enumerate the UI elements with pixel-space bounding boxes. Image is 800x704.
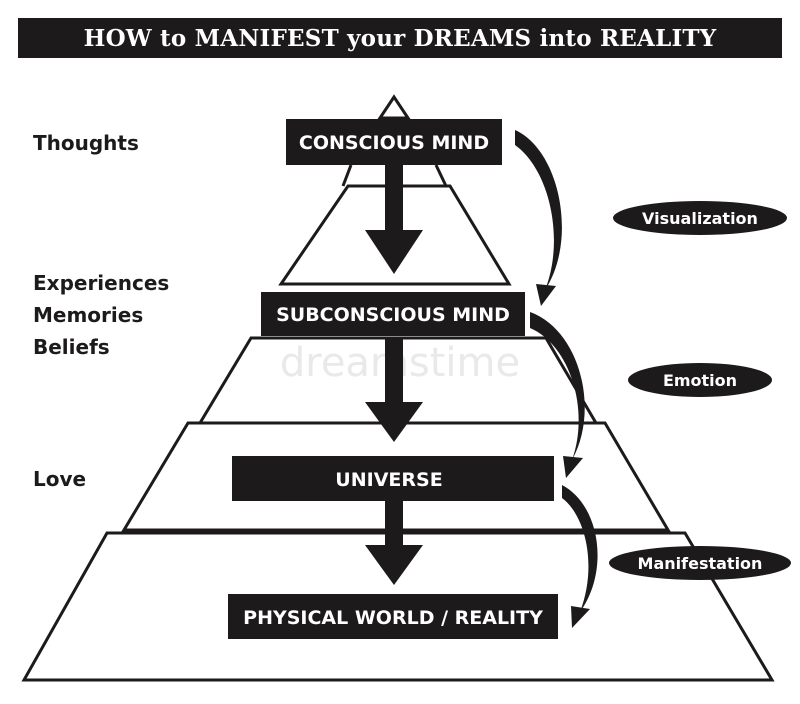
side-label-love: Love [33,467,86,491]
node-universe: UNIVERSE [232,456,554,501]
apex-line-right [434,164,448,187]
curve-arrow-manifestation [562,485,598,628]
arrow-down-1 [365,165,423,274]
node-universe-label: UNIVERSE [335,469,442,491]
side-label-memories: Memories [33,303,143,327]
process-visualization-label: Visualization [642,209,758,228]
node-subconscious-mind: SUBCONSCIOUS MIND [261,292,525,336]
node-subconscious-mind-label: SUBCONSCIOUS MIND [276,304,510,326]
process-oval-manifestation: Manifestation [609,546,791,580]
node-physical-world: PHYSICAL WORLD / REALITY [228,594,558,639]
curve-arrow-visualization [515,130,562,306]
title-banner: HOW to MANIFEST your DREAMS into REALITY [18,18,782,58]
process-oval-visualization: Visualization [613,201,787,235]
pyramid-tier-1 [278,184,512,286]
apex-line-left [341,164,353,187]
pyramid-tier-4 [21,531,775,682]
pyramid-apex [377,94,411,120]
node-conscious-mind-label: CONSCIOUS MIND [299,132,489,154]
node-conscious-mind: CONSCIOUS MIND [286,119,502,165]
side-label-beliefs: Beliefs [33,335,110,359]
process-emotion-label: Emotion [663,371,737,390]
page-title: HOW to MANIFEST your DREAMS into REALITY [83,24,717,52]
arrow-down-3 [365,500,423,585]
process-manifestation-label: Manifestation [638,554,763,573]
process-oval-emotion: Emotion [628,363,772,397]
arrow-down-2 [365,338,423,442]
pyramid-tier-3 [121,421,671,532]
node-physical-world-label: PHYSICAL WORLD / REALITY [243,607,543,629]
side-label-experiences: Experiences [33,271,169,295]
side-label-thoughts: Thoughts [33,131,139,155]
curve-arrow-emotion [530,312,585,478]
